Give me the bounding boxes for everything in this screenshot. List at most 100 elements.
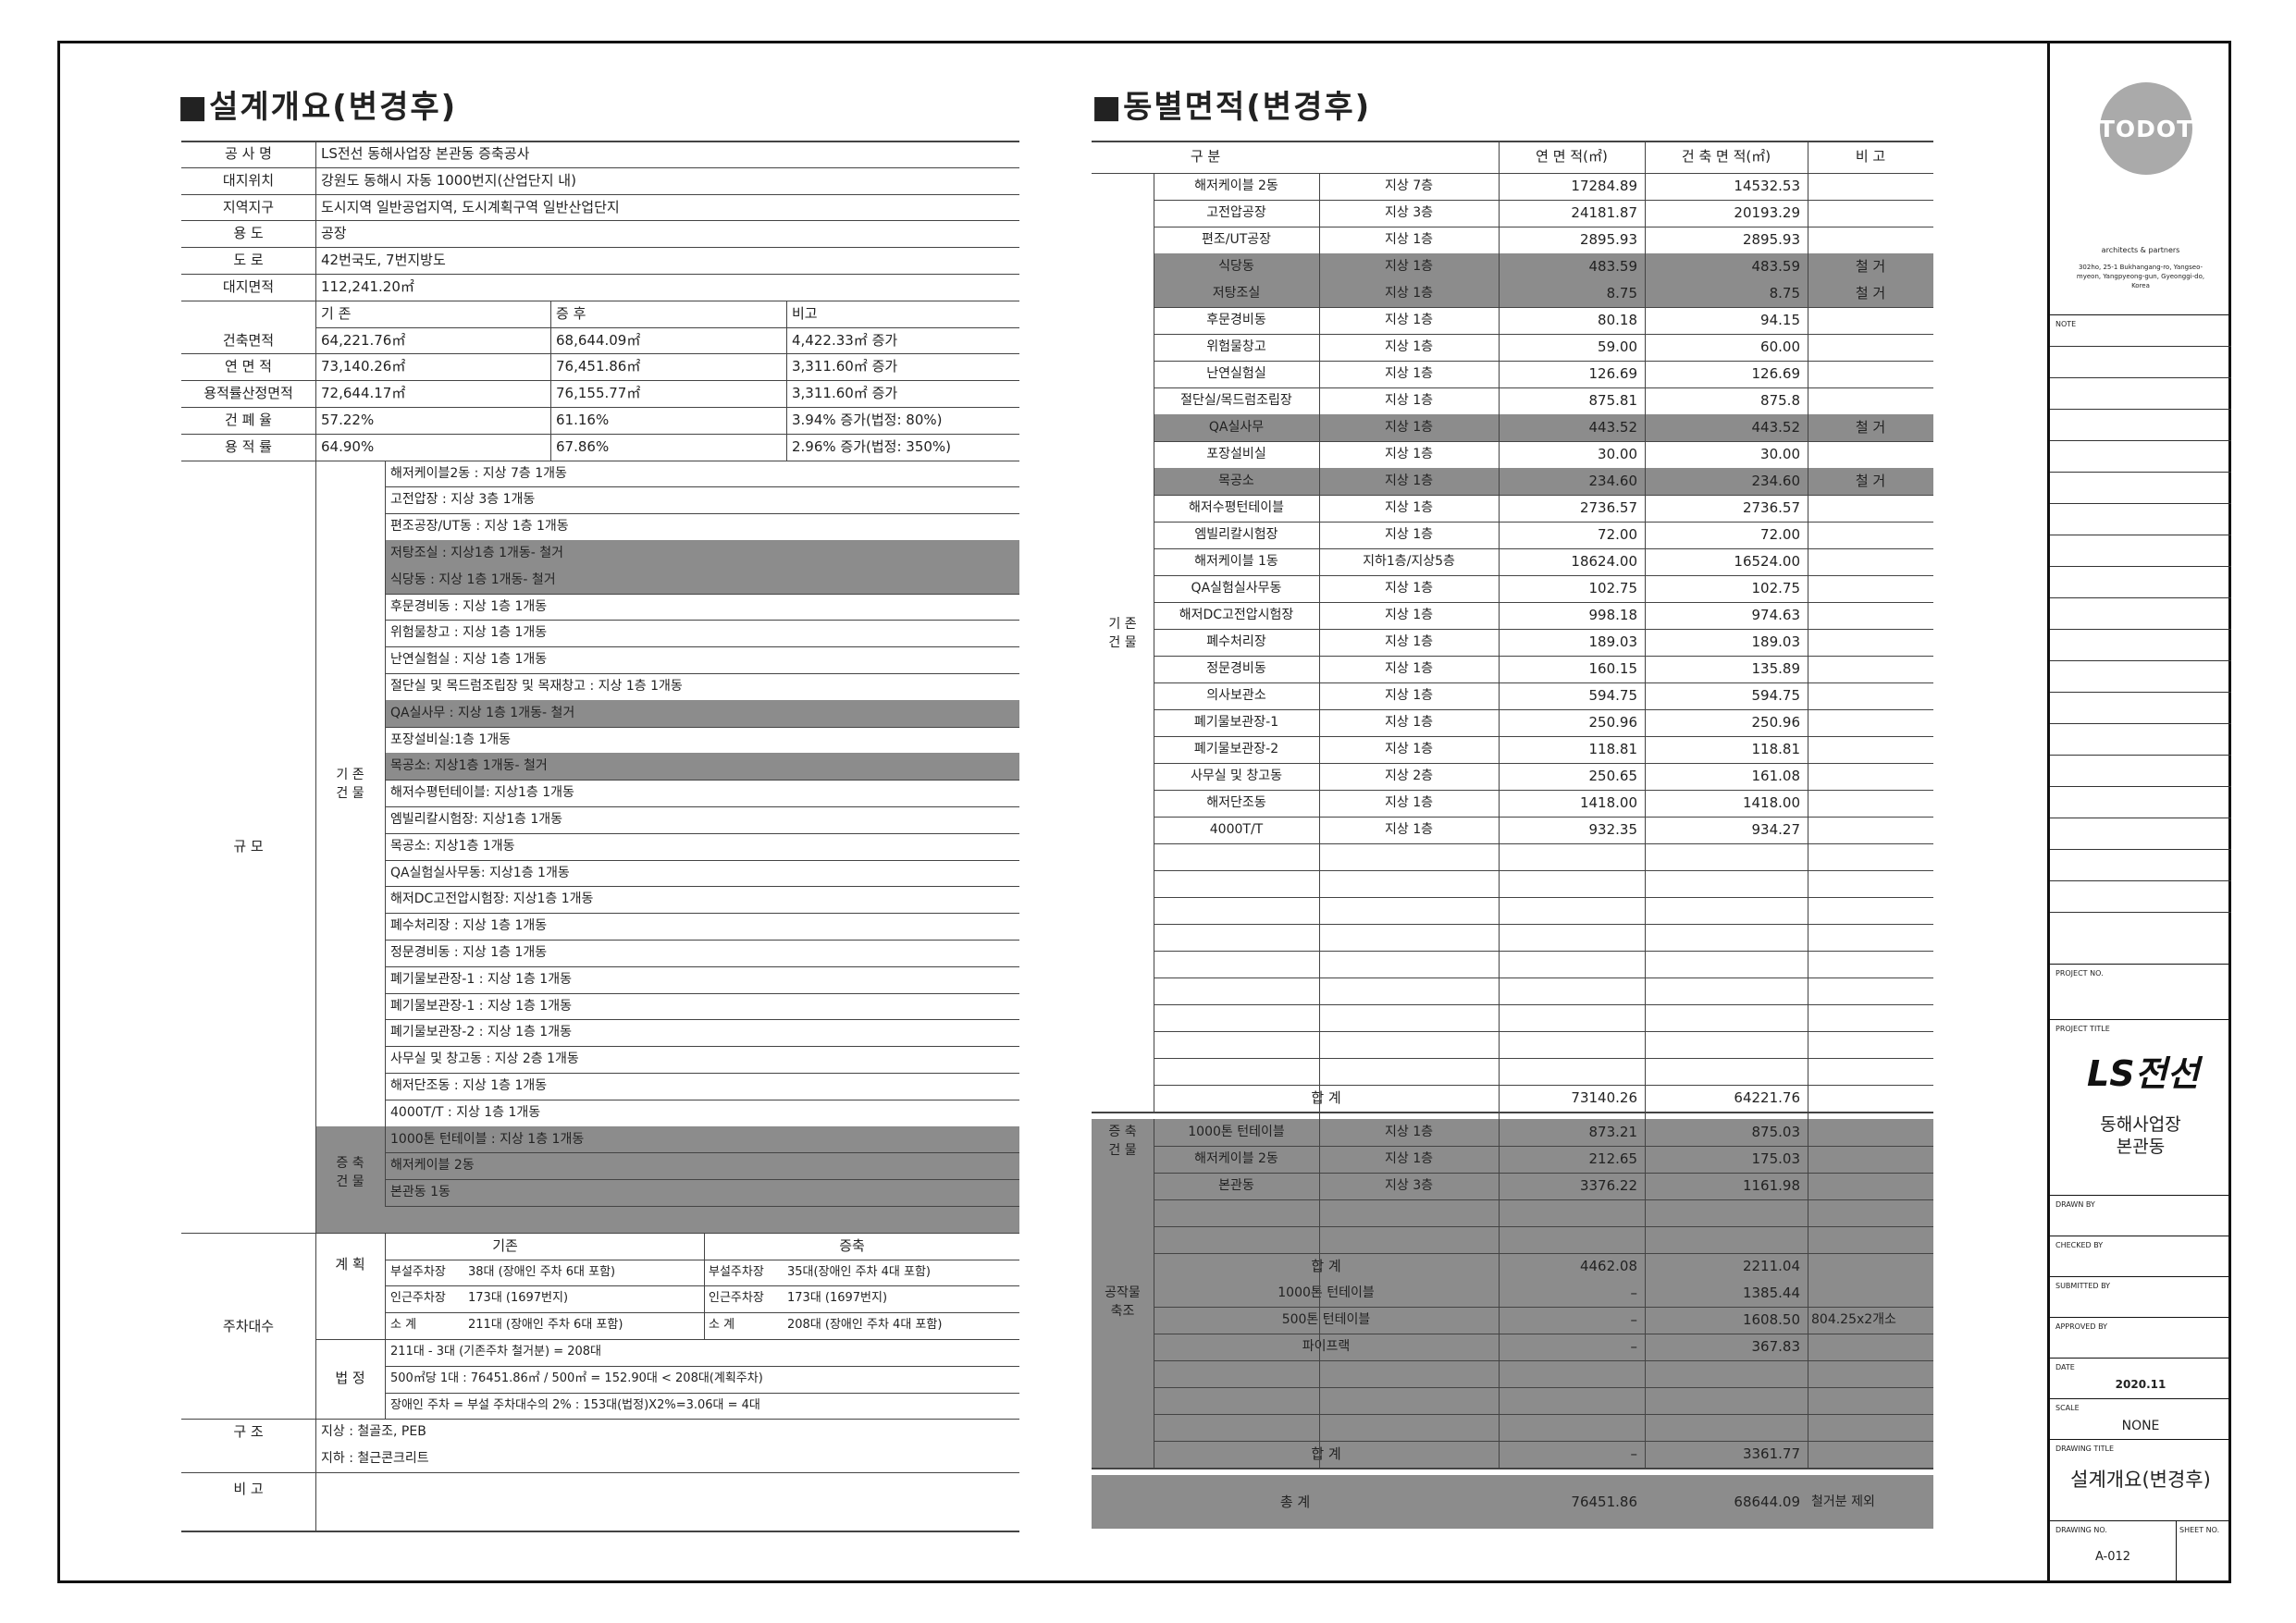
building-bca: 161.08 — [1751, 768, 1801, 784]
building-note — [1808, 736, 1933, 763]
building-floor: 지상 3층 — [1385, 205, 1433, 220]
remark-label: 비 고 — [233, 1481, 264, 1497]
building-gfa: 160.15 — [1588, 660, 1638, 677]
area-after: 76,155.77㎡ — [556, 385, 641, 402]
building-note — [1808, 682, 1933, 709]
building-gfa: 189.03 — [1588, 633, 1638, 650]
building-name: 해저DC고전압시험장 — [1179, 608, 1294, 622]
building-note: 철 거 — [1855, 419, 1886, 436]
building-note — [1808, 495, 1933, 522]
work-note — [1811, 1280, 1937, 1307]
parking-cell: 부설주차장 — [390, 1264, 446, 1279]
building-bca: 2895.93 — [1742, 231, 1800, 248]
addition-gfa: 212.65 — [1588, 1150, 1638, 1167]
building-gfa: 18624.00 — [1571, 553, 1637, 570]
scale-item: 엠빌리칼시험장: 지상1층 1개동 — [390, 812, 562, 827]
building-name: 폐수처리장 — [1206, 634, 1266, 649]
structure-row: 지상 : 철골조, PEB — [321, 1424, 426, 1440]
addition-item: 해저케이블 2동 — [390, 1158, 475, 1174]
scale-item: 난연실험실 : 지상 1층 1개동 — [390, 652, 548, 668]
area-label: 건 폐 율 — [225, 412, 272, 428]
building-bca: 126.69 — [1751, 365, 1801, 382]
addition-gfa: 873.21 — [1588, 1124, 1638, 1140]
building-floor: 지상 1층 — [1385, 473, 1433, 488]
building-bca: 16524.00 — [1734, 553, 1800, 570]
building-name: 포장설비실 — [1206, 447, 1266, 461]
building-bca: 102.75 — [1751, 580, 1801, 596]
building-note — [1808, 790, 1933, 817]
scale-label: SCALE — [2055, 1404, 2080, 1412]
overview-label: 용 도 — [233, 225, 264, 242]
building-gfa: 24181.87 — [1571, 204, 1637, 221]
parking-cell: 부설주차장 — [709, 1264, 764, 1279]
parking-cell: 소 계 — [390, 1318, 417, 1333]
building-bca: 189.03 — [1751, 633, 1801, 650]
scale-item: QA실사무 : 지상 1층 1개동- 철거 — [390, 705, 575, 720]
hdr-division: 구 분 — [1190, 148, 1221, 165]
building-floor: 지상 1층 — [1385, 581, 1433, 596]
building-note — [1808, 200, 1933, 227]
scale-item: 정문경비동 : 지상 1층 1개동 — [390, 945, 548, 960]
submitted-by-label: SUBMITTED BY — [2055, 1282, 2111, 1290]
building-floor: 지상 1층 — [1385, 634, 1433, 649]
grand-total-label: 총 계 — [1279, 1494, 1311, 1510]
building-floor: 지상 1층 — [1385, 742, 1433, 756]
note-label: NOTE — [2055, 320, 2077, 328]
building-gfa: 80.18 — [1598, 312, 1637, 328]
parking-cell: 211대 (장애인 주차 6대 포함) — [468, 1318, 623, 1333]
area-label: 건축면적 — [222, 331, 275, 349]
addition-floor: 지상 1층 — [1385, 1125, 1433, 1139]
parking-label: 주차대수 — [222, 1317, 275, 1334]
ls-cable-logo: LS전선 — [2087, 1053, 2200, 1094]
building-bca: 875.8 — [1760, 392, 1800, 409]
overview-value: 112,241.20㎡ — [321, 278, 414, 295]
building-floor: 지상 1층 — [1385, 259, 1433, 274]
building-bca: 250.96 — [1751, 714, 1801, 731]
building-bca: 14532.53 — [1734, 178, 1800, 194]
building-floor: 지상 1층 — [1385, 608, 1433, 622]
scale-item: 위험물창고 : 지상 1층 1개동 — [390, 625, 548, 641]
building-name: 목공소 — [1218, 473, 1254, 488]
building-floor: 지상 1층 — [1385, 339, 1433, 354]
date-value: 2020.11 — [2115, 1378, 2166, 1391]
addition-name: 해저케이블 2동 — [1194, 1151, 1278, 1166]
work-bca: 1608.50 — [1742, 1311, 1800, 1328]
building-floor: 지상 1층 — [1385, 795, 1433, 810]
overview-label: 대지위치 — [222, 171, 275, 189]
building-note — [1808, 227, 1933, 253]
building-floor: 지상 1층 — [1385, 688, 1433, 703]
building-gfa: 250.65 — [1588, 768, 1638, 784]
existing-total-gfa: 73140.26 — [1571, 1089, 1637, 1106]
work-total-gfa: – — [1630, 1445, 1638, 1462]
building-bca: 594.75 — [1751, 687, 1801, 704]
building-floor: 지상 1층 — [1385, 447, 1433, 461]
scale-item: 4000T/T : 지상 1층 1개동 — [390, 1104, 541, 1120]
building-bca: 234.60 — [1751, 473, 1801, 489]
area-note: 3,311.60㎡ 증가 — [792, 385, 898, 402]
hdr-gfa: 연 면 적(㎡) — [1536, 148, 1608, 165]
area-note: 3,311.60㎡ 증가 — [792, 358, 898, 375]
area-label: 연 면 적 — [225, 358, 272, 375]
building-floor: 지상 1층 — [1385, 500, 1433, 515]
addition-item: 본관동 1동 — [390, 1185, 451, 1200]
building-name: 위험물창고 — [1206, 339, 1266, 354]
building-bca: 2736.57 — [1742, 499, 1800, 516]
building-floor: 지하1층/지상5층 — [1363, 554, 1455, 569]
area-note: 4,422.33㎡ 증가 — [792, 331, 898, 349]
building-note — [1808, 307, 1933, 334]
building-bca: 94.15 — [1760, 312, 1800, 328]
building-bca: 20193.29 — [1734, 204, 1800, 221]
addition-floor: 지상 3층 — [1385, 1178, 1433, 1193]
building-floor: 지상 1층 — [1385, 822, 1433, 837]
parking-after-hdr: 증축 — [839, 1236, 865, 1254]
building-name: 저탕조실 — [1212, 286, 1261, 301]
building-gfa: 8.75 — [1606, 285, 1637, 301]
sheet-no-label: SHEET NO. — [2179, 1526, 2220, 1534]
grand-total-note: 철거분 제외 — [1811, 1494, 1875, 1509]
area-existing: 64.90% — [321, 437, 375, 455]
hdr-note: 비 고 — [1855, 148, 1886, 165]
overview-value: 42번국도, 7번지방도 — [321, 252, 446, 269]
work-total-bca: 3361.77 — [1742, 1445, 1800, 1462]
date-label: DATE — [2055, 1363, 2075, 1371]
left-section-title: ■설계개요(변경후) — [178, 89, 458, 126]
